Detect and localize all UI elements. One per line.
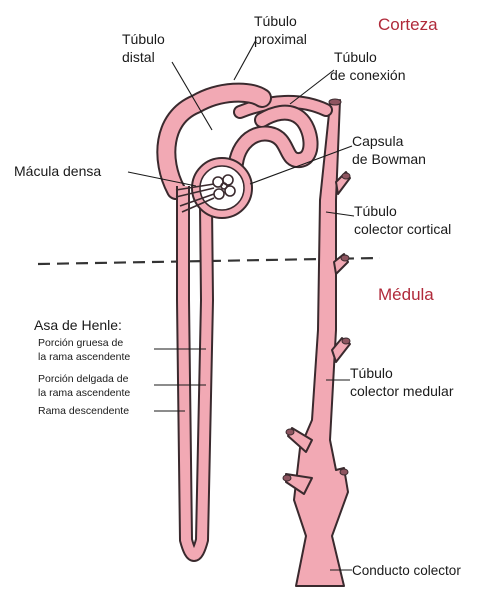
bowman-capsule-label-line2: de Bowman [352, 151, 426, 167]
thick-ascending-label: Porción gruesa de [38, 337, 123, 349]
branch-opening [286, 429, 294, 435]
cortical-collecting-tubule-label-line2: colector cortical [354, 221, 451, 237]
connecting-tubule-label-line2: de conexión [330, 67, 406, 83]
branch-opening [283, 475, 291, 481]
thick-ascending-label-line2: la rama ascendente [38, 351, 130, 363]
connecting-tubule-label: Túbulo [334, 49, 377, 65]
bowman-capsule-label: Capsula [352, 133, 404, 149]
macula-densa-label: Mácula densa [14, 163, 101, 179]
branch-opening [329, 99, 341, 105]
branch-opening [340, 469, 348, 475]
proximal-tubule-label: Túbulo [254, 13, 297, 29]
collecting-duct-label: Conducto colector [352, 563, 461, 578]
branch-opening [342, 173, 350, 179]
distal-tubule-label-line2: distal [122, 49, 155, 65]
proximal-tubule-label-line2: proximal [254, 31, 307, 47]
distal-tubule-label: Túbulo [122, 31, 165, 47]
branch-opening [342, 338, 350, 344]
collecting-duct [286, 100, 350, 586]
descending-limb-label: Rama descendente [38, 405, 129, 417]
thin-ascending-label: Porción delgada de [38, 373, 129, 385]
branch-opening [341, 255, 349, 261]
medullary-collecting-tubule-label: Túbulo [350, 365, 393, 381]
loop-of-henle-title: Asa de Henle: [34, 317, 122, 333]
cortex-label: Corteza [378, 15, 438, 34]
cortical-collecting-tubule-label: Túbulo [354, 203, 397, 219]
thin-ascending-label-line2: la rama ascendente [38, 387, 130, 399]
medullary-collecting-tubule-label-line2: colector medular [350, 383, 454, 399]
medulla-label: Médula [378, 285, 434, 304]
